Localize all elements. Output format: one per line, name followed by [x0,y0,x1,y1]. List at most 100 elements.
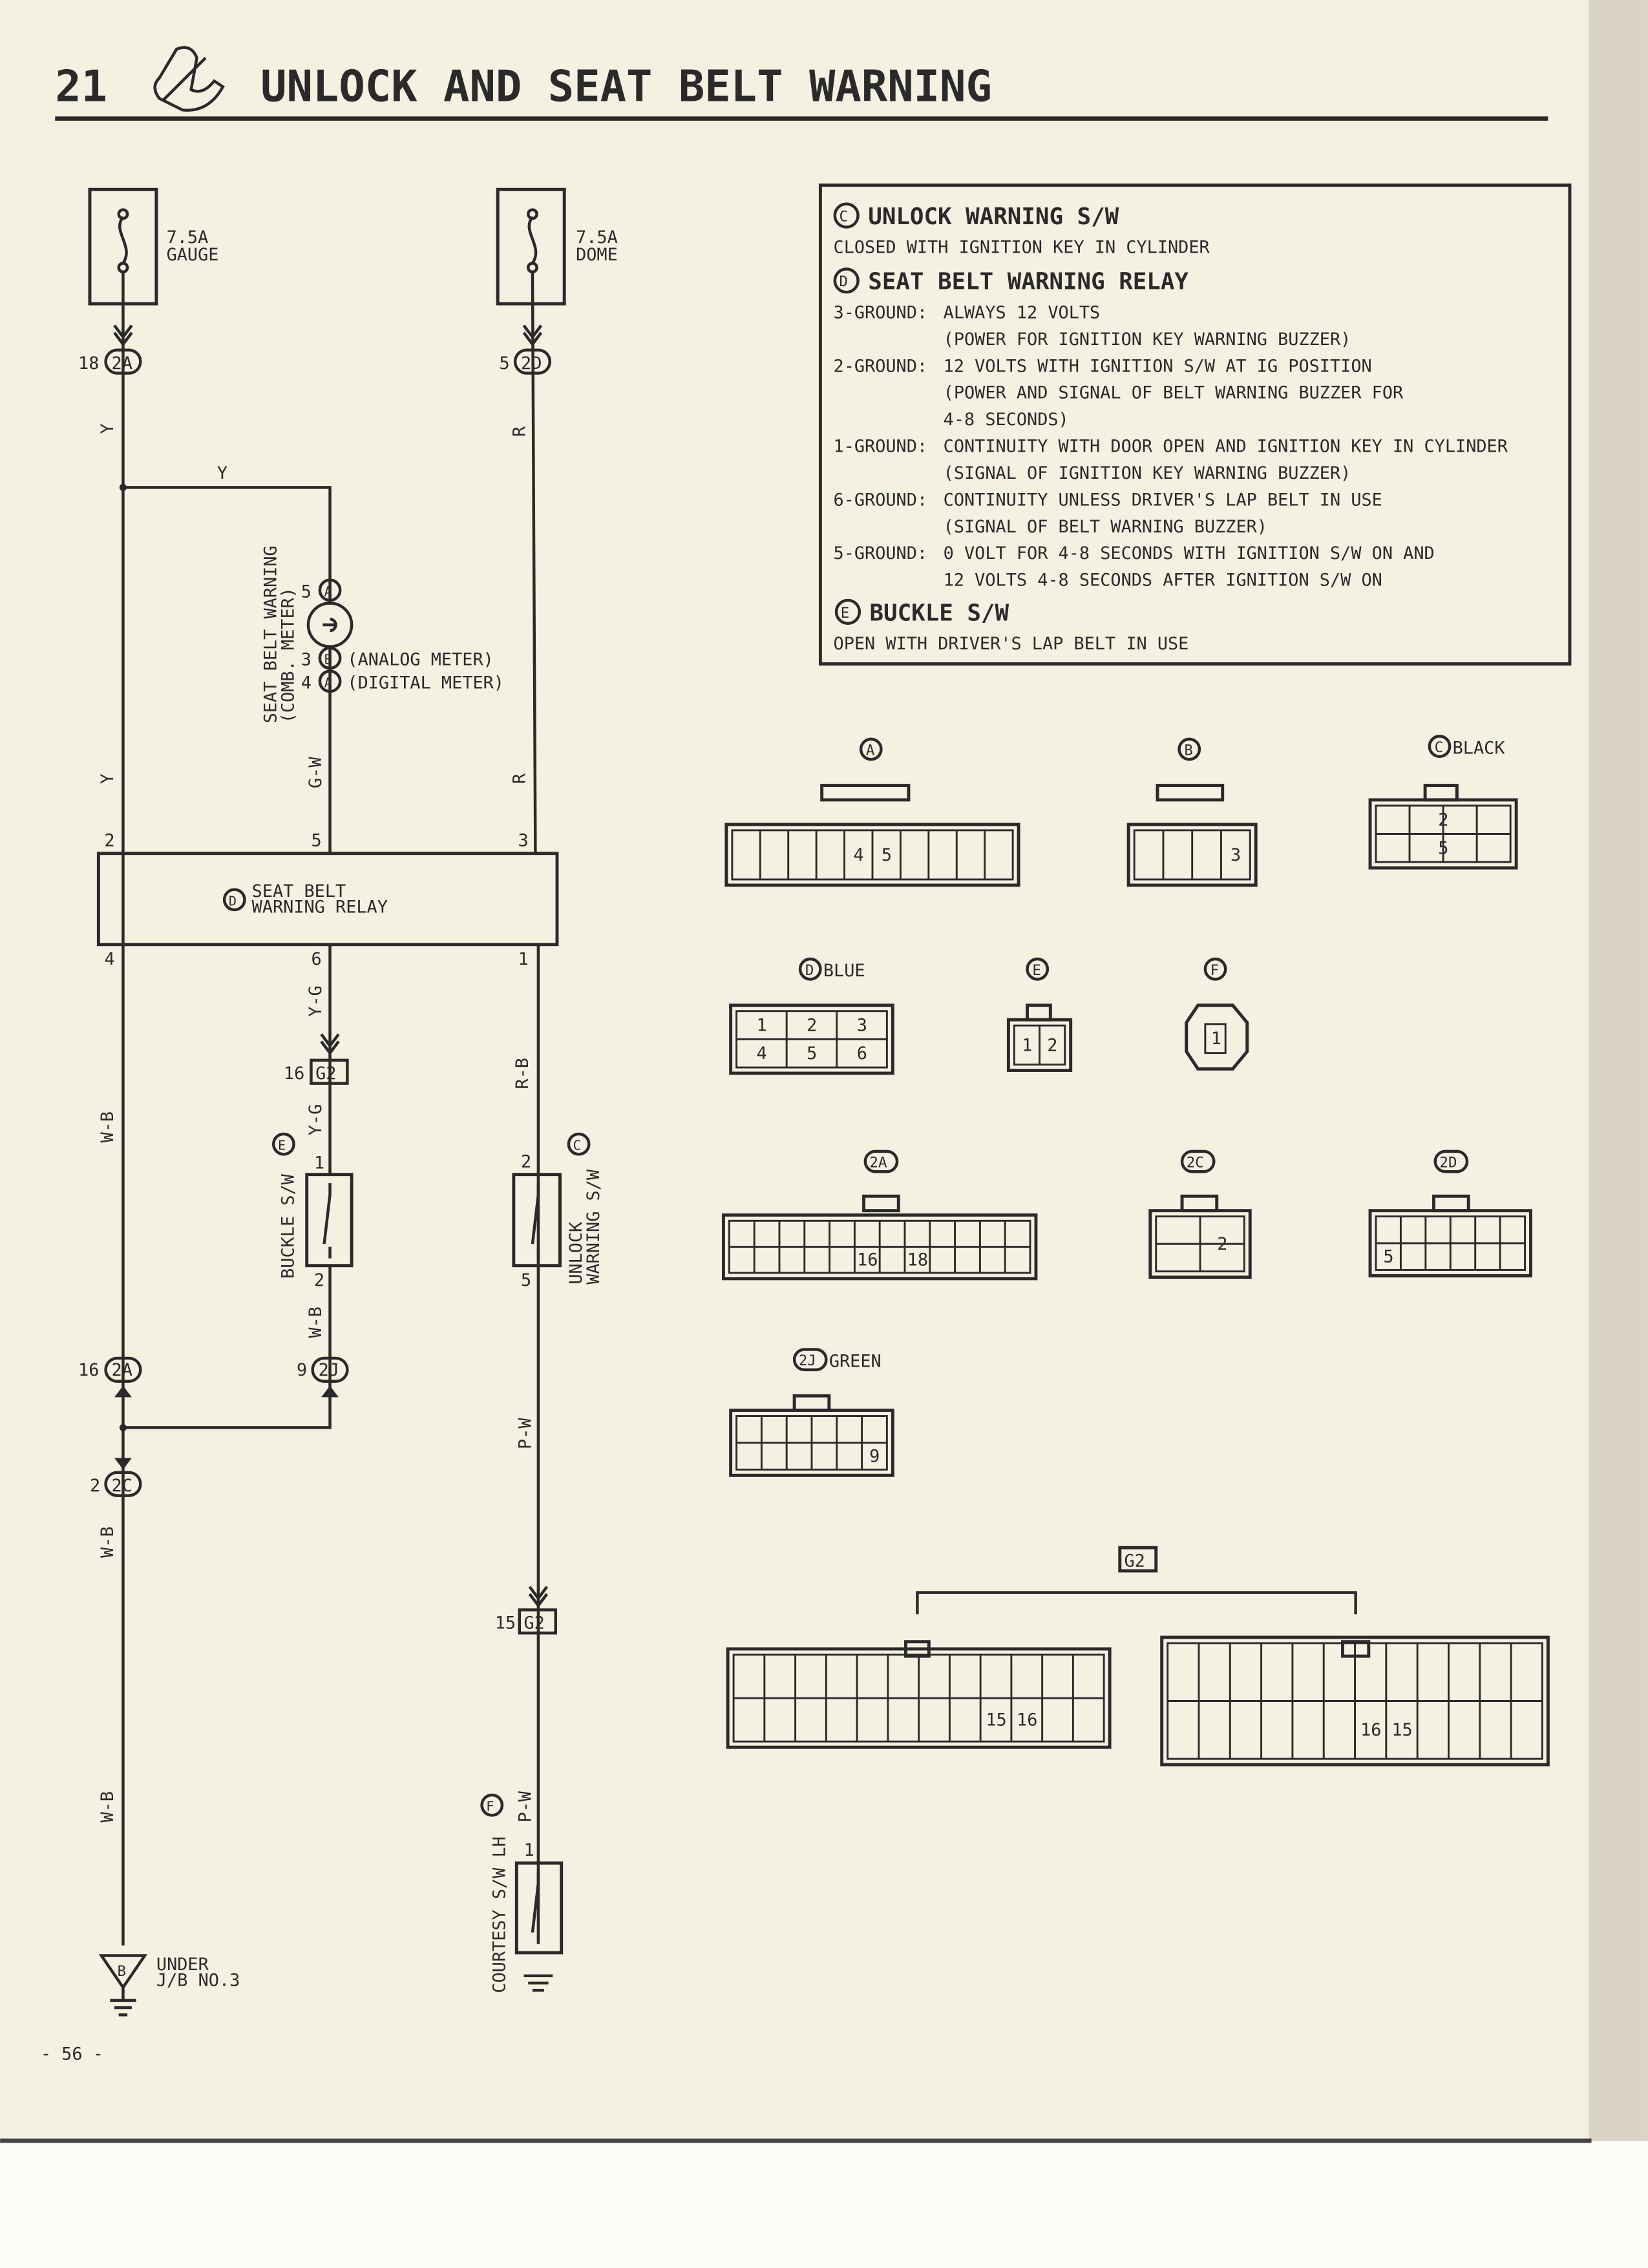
svg-text:B: B [117,1963,125,1980]
connector-code: D [805,962,814,979]
svg-text:W-B: W-B [98,1526,118,1558]
g2-bracket [916,1591,1357,1615]
svg-text:3: 3 [518,831,529,851]
svg-text:Y: Y [98,773,118,784]
svg-text:SEAT BELT: SEAT BELT [252,881,346,901]
pin-number: 5 [807,1044,817,1064]
svg-text:C: C [840,208,848,225]
svg-text:W-B: W-B [98,1791,118,1823]
section-number: 21 [55,61,107,112]
svg-text:UNDER: UNDER [156,1955,209,1975]
connector-code: 2C [1187,1154,1204,1171]
legend-row-text: ALWAYS 12 VOLTS [944,302,1101,322]
seat-belt-icon [153,46,225,112]
pin-number: 2 [1438,810,1448,830]
connector-code: C [1435,739,1443,756]
svg-text:OPEN WITH DRIVER'S LAP BELT IN: OPEN WITH DRIVER'S LAP BELT IN USE [834,634,1189,654]
ground-point: B UNDER J/B NO.3 [98,1954,240,2017]
svg-text:UNLOCK: UNLOCK [566,1221,586,1285]
page-edge [1589,0,1648,2141]
legend-row-text: 12 VOLTS 4-8 SECONDS AFTER IGNITION S/W … [944,571,1382,591]
svg-text:16: 16 [78,1360,99,1380]
connector-code: B [1184,742,1192,759]
svg-text:F: F [486,1799,494,1814]
legend-row-key: 6-GROUND: [834,490,928,510]
svg-text:Y: Y [217,463,227,483]
svg-text:Y-G: Y-G [306,985,326,1017]
pin-number: 2 [1047,1035,1057,1055]
svg-text:Y: Y [98,423,118,434]
svg-text:W-B: W-B [98,1111,118,1143]
connector-code: A [866,742,875,759]
svg-text:7.5A: 7.5A [576,227,618,247]
page-number: - 56 - [41,2044,103,2064]
svg-text:E: E [278,1138,286,1153]
svg-text:W-B: W-B [306,1307,326,1338]
legend-row-key: 2-GROUND: [834,356,928,376]
pin-number: 15 [1391,1720,1412,1740]
svg-text:5: 5 [499,353,509,373]
legend-row-text: CONTINUITY UNLESS DRIVER'S LAP BELT IN U… [944,490,1382,510]
connector-color: BLUE [823,961,865,981]
svg-text:B: B [324,651,332,667]
svg-text:BUCKLE S/W: BUCKLE S/W [870,600,1009,626]
svg-text:CLOSED WITH IGNITION KEY IN CY: CLOSED WITH IGNITION KEY IN CYLINDER [834,238,1210,258]
pin-number: 5 [1383,1247,1393,1267]
connector-color: GREEN [829,1351,882,1371]
svg-text:5: 5 [311,831,321,851]
connector-code-badge [1428,735,1452,758]
svg-text:A: A [324,583,332,599]
svg-text:15: 15 [495,1613,516,1633]
svg-text:2J: 2J [319,1360,339,1380]
svg-text:R-B: R-B [512,1058,533,1089]
pin-number: 16 [857,1250,878,1270]
connector-f: 1 [1185,1003,1249,1071]
wire-labels: Y Y Y R R G-W Y-G Y-G W-B W-B W-B W-B R-… [98,423,536,1822]
pin-number: 3 [857,1016,867,1036]
connector-code-badge [1203,957,1227,981]
svg-text:2D: 2D [521,353,542,373]
svg-text:2: 2 [521,1151,531,1171]
svg-text:5: 5 [301,582,312,602]
pin-number: 9 [869,1447,880,1467]
connector-code-badge [1026,957,1050,981]
svg-text:3: 3 [301,650,312,670]
buckle-switch: 12 E BUCKLE S/W [272,1132,354,1290]
svg-text:2A: 2A [112,353,132,373]
svg-text:2: 2 [314,1270,324,1290]
scan-margin [0,2141,1648,2268]
svg-text:2: 2 [90,1476,100,1496]
svg-text:UNLOCK WARNING S/W: UNLOCK WARNING S/W [868,204,1119,230]
unlock-warning-switch: 25 C UNLOCK WARNING S/W [512,1132,604,1290]
svg-text:J/B NO.3: J/B NO.3 [156,1970,240,1990]
legend-row-text: 12 VOLTS WITH IGNITION S/W AT IG POSITIO… [944,356,1372,376]
svg-text:DOME: DOME [576,245,618,265]
connector-b: 3 [1126,823,1258,887]
pin-number: 15 [986,1710,1006,1730]
ground-icon [523,1974,553,1992]
svg-text:WARNING S/W: WARNING S/W [584,1169,604,1285]
legend-row-key: 1-GROUND: [834,437,928,457]
pin-number: 3 [1231,845,1241,865]
svg-text:2: 2 [104,831,114,851]
svg-text:7.5A: 7.5A [167,227,209,247]
pin-number: 6 [857,1044,867,1064]
pin-number: 5 [882,845,892,865]
connector-code: 2A [870,1154,887,1171]
svg-text:4: 4 [104,949,114,969]
svg-text:P-W: P-W [516,1790,536,1822]
svg-text:G2: G2 [315,1064,336,1084]
svg-text:2A: 2A [112,1360,132,1380]
svg-text:6: 6 [311,949,321,969]
legend-row-text: (POWER AND SIGNAL OF BELT WARNING BUZZER… [944,383,1404,403]
pin-number: 16 [1017,1710,1037,1730]
fuse-dome: 7.5A DOME [496,187,618,306]
connector-2j: 9 [729,1409,894,1477]
svg-text:SEAT BELT WARNING: SEAT BELT WARNING [261,545,281,723]
connector-code-badge [798,957,822,981]
connector-code-badge [1178,737,1201,761]
